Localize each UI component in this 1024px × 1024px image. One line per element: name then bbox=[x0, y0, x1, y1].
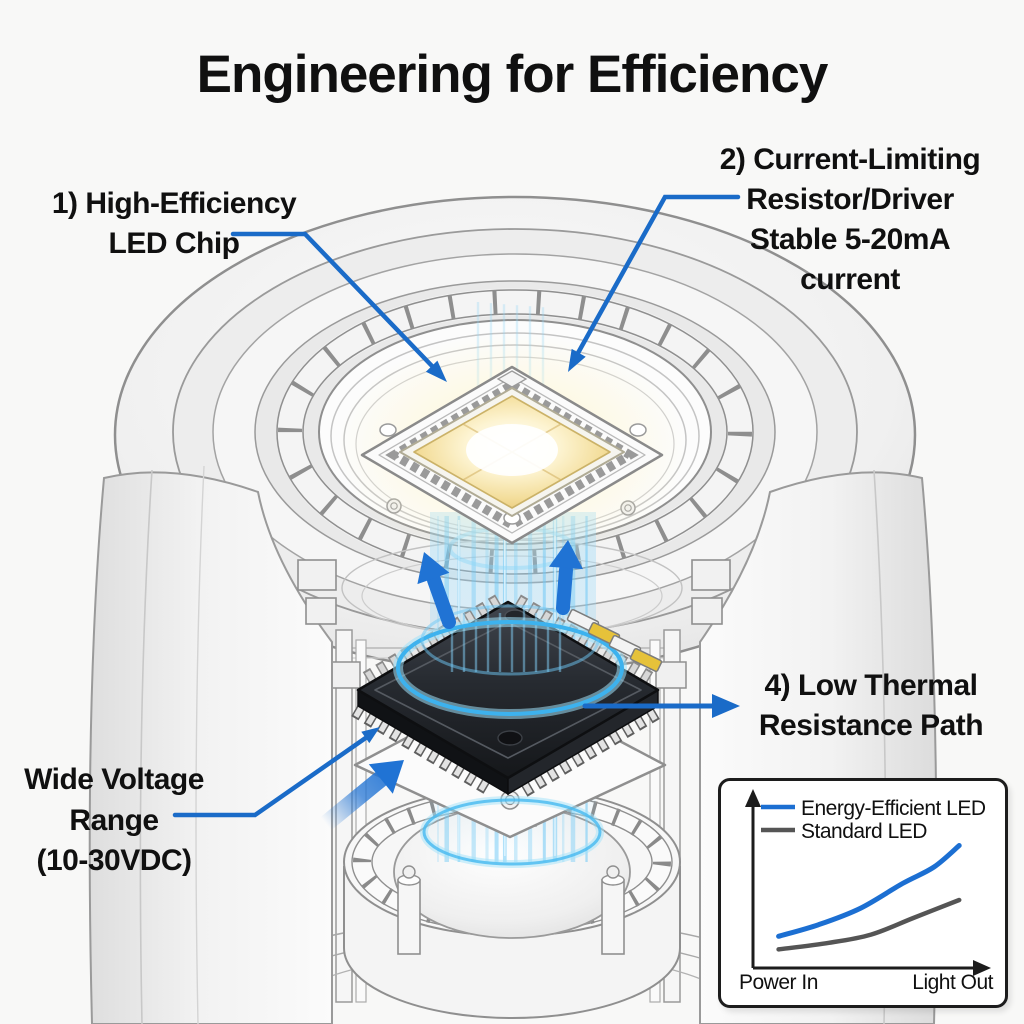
page-title: Engineering for Efficiency bbox=[196, 45, 829, 104]
callout-label-line: current bbox=[800, 262, 900, 296]
callout-label-thermal: 4) Low Thermal Resistance Path bbox=[733, 666, 1009, 746]
callout-label-line: Resistance Path bbox=[758, 708, 984, 742]
y-axis-arrow bbox=[745, 789, 761, 807]
callout-label-line: Wide Voltage bbox=[24, 763, 204, 796]
callout-line-driver bbox=[575, 194, 741, 356]
callout-label-line: LED Chip bbox=[108, 226, 241, 260]
x-axis-label-light-out: Light Out bbox=[912, 971, 993, 994]
chip-pin1-dimple bbox=[497, 730, 523, 746]
x-axis-label-power-in: Power In bbox=[739, 971, 818, 994]
smd-components bbox=[566, 608, 663, 673]
chart-axes bbox=[745, 789, 991, 976]
yellow-smd-resistor bbox=[629, 647, 663, 673]
legend-swatches bbox=[761, 804, 795, 833]
standoff-posts bbox=[397, 865, 625, 955]
power-in-arrow bbox=[319, 768, 392, 831]
callout-line-voltage bbox=[172, 734, 370, 818]
callout-label-led-chip: 1) High-Efficiency LED Chip bbox=[28, 184, 320, 264]
annotation-arrows bbox=[172, 194, 741, 831]
left-wall bbox=[88, 471, 333, 1024]
callout-arrowhead-led-chip bbox=[425, 360, 447, 382]
callout-label-driver: 2) Current-Limiting Resistor/Driver Stab… bbox=[688, 140, 1012, 300]
callout-label-line: (10-30VDC) bbox=[36, 844, 192, 877]
callout-label-line: 4) Low Thermal bbox=[764, 669, 978, 702]
legend-label-efficient-led: Energy-Efficient LED bbox=[801, 797, 986, 820]
callout-label-line: Stable 5-20mA bbox=[749, 222, 951, 256]
callout-label-line: Range bbox=[69, 803, 159, 837]
pcb-pad-ring bbox=[385, 379, 639, 531]
legend-label-standard-led: Standard LED bbox=[801, 820, 927, 843]
efficiency-chart-panel: Energy-Efficient LED Standard LED Power … bbox=[718, 778, 1008, 1008]
chart-curve-0 bbox=[776, 843, 962, 939]
callout-label-line: 1) High-Efficiency bbox=[51, 187, 297, 220]
callout-arrowhead-voltage bbox=[361, 727, 380, 744]
callout-line-led-chip bbox=[230, 231, 435, 369]
efficiency-chart bbox=[745, 789, 991, 976]
callout-label-voltage: Wide Voltage Range (10-30VDC) bbox=[2, 760, 226, 882]
callout-arrowhead-driver bbox=[568, 348, 586, 372]
chip-body-top bbox=[356, 600, 660, 780]
x-axis-arrow bbox=[973, 960, 991, 976]
drum-tooth-ring bbox=[353, 791, 671, 933]
chart-curve-1 bbox=[776, 897, 962, 952]
callout-label-line: 2) Current-Limiting bbox=[719, 143, 981, 176]
heatsink-slot-ring bbox=[278, 290, 752, 574]
up-arrow-left bbox=[427, 573, 456, 629]
callout-arrowhead-thermal bbox=[712, 694, 740, 718]
up-arrow-right bbox=[556, 563, 573, 615]
chart-series bbox=[776, 843, 962, 952]
driver-chip bbox=[351, 594, 660, 797]
led-module bbox=[337, 333, 687, 563]
callout-label-line: Resistor/Driver bbox=[746, 182, 954, 216]
